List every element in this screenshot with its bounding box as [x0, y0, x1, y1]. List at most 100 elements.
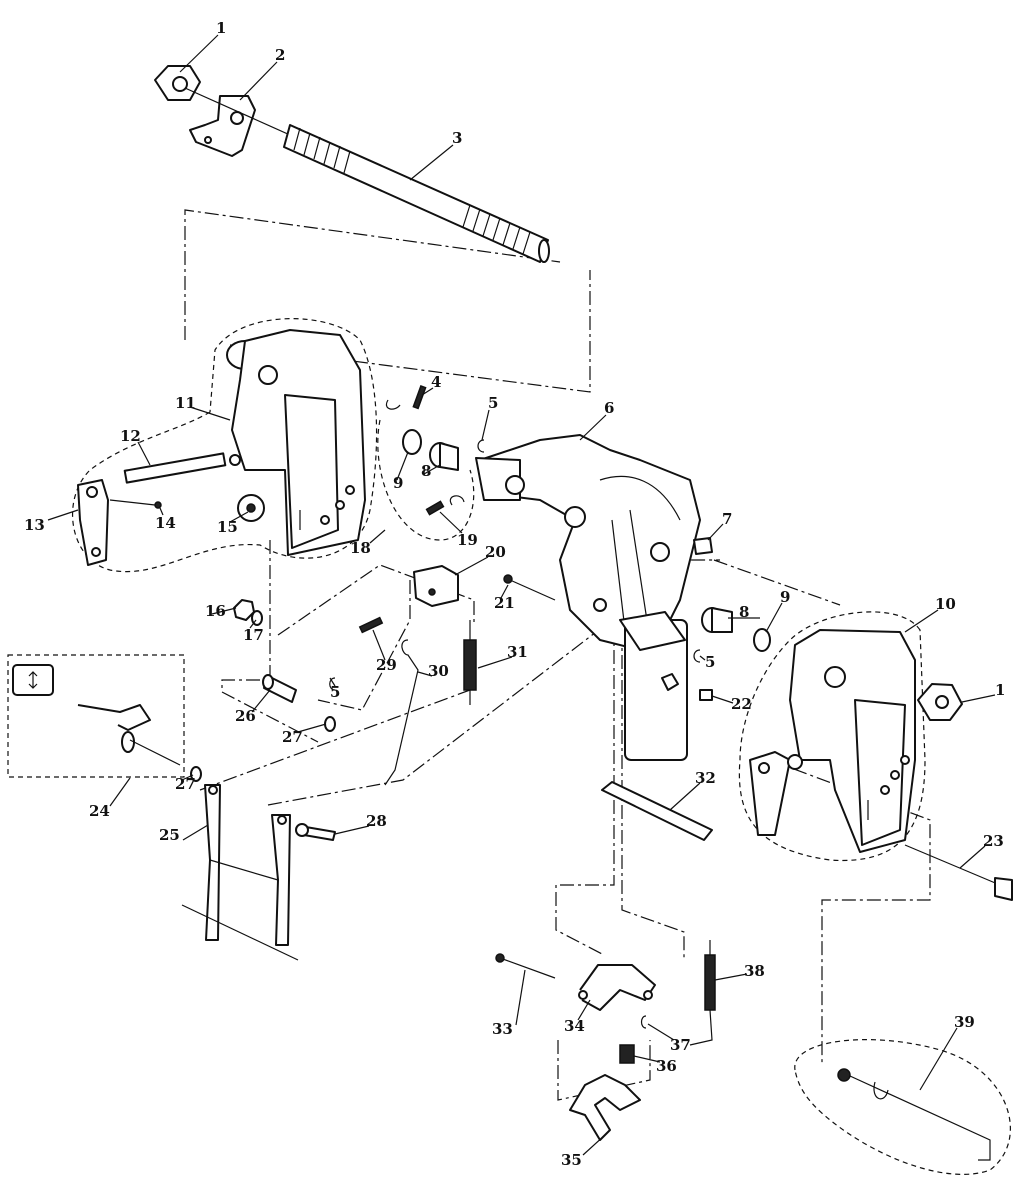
leader-line [137, 441, 151, 466]
leader-line [423, 464, 441, 475]
block-part-20 [413, 565, 459, 607]
leader-line [251, 689, 271, 713]
group-outline-24 [7, 654, 185, 778]
leader-line [369, 529, 386, 544]
nut-part-1 [154, 65, 201, 101]
leader-lines [47, 34, 996, 1156]
callout-label: 19 [457, 531, 478, 549]
leader-line [707, 523, 724, 541]
group-outline-39 [794, 1038, 1011, 1175]
group-outline-11 [71, 318, 378, 573]
callout-label: 10 [935, 595, 956, 613]
callout-label: 15 [217, 518, 238, 536]
bolt-part-22 [661, 673, 713, 701]
leader-line [439, 511, 463, 534]
leader-line [959, 845, 986, 869]
leader-line [421, 387, 434, 396]
pin-part-28 [295, 823, 336, 841]
screw-part-4 [412, 385, 427, 410]
leader-line [711, 695, 734, 704]
spring-part-36 [619, 1044, 635, 1064]
leader-line [396, 451, 409, 481]
callout-label: 22 [731, 695, 752, 713]
spring-part-31 [463, 620, 477, 705]
leader-line [633, 1055, 661, 1063]
callout-label: 37 [670, 1036, 691, 1054]
callout-label: 8 [739, 603, 749, 621]
circlip-part-37 [640, 1015, 647, 1029]
lever-assembly-part-25 [181, 784, 299, 961]
callout-label: 27 [175, 775, 196, 793]
callout-label: 28 [366, 812, 387, 830]
leader-line [179, 34, 219, 73]
callout-label: 35 [561, 1151, 582, 1169]
lever-part-13 [77, 479, 156, 566]
leader-line [47, 509, 79, 521]
leader-line [229, 511, 249, 523]
leader-line [297, 723, 327, 733]
callout-label: 33 [492, 1020, 513, 1038]
callout-label: 38 [744, 962, 765, 980]
nut-part-16 [233, 599, 255, 621]
nut-part-1b [917, 683, 963, 721]
bushing-part-8b [701, 607, 733, 633]
leader-line [211, 607, 237, 615]
leader-line [481, 409, 490, 441]
circlip-part-5b [329, 677, 336, 691]
callout-label: 14 [155, 514, 176, 532]
screw-part-14 [154, 501, 162, 509]
washer-part-9b [753, 628, 771, 652]
leader-line [669, 782, 701, 811]
axis-line [184, 87, 291, 136]
leader-line [409, 144, 454, 181]
callout-label: 2 [275, 46, 285, 64]
circlip-part-5 [477, 439, 485, 453]
rod-part-32 [601, 781, 713, 841]
leader-line [904, 609, 939, 633]
circlip-part-5c [693, 649, 701, 663]
link-rod-part-39 [837, 1068, 991, 1161]
assembly-lines [184, 209, 931, 1101]
callout-label: 9 [780, 588, 790, 606]
group-outline-10 [738, 611, 926, 862]
swivel-bracket-part-6 [475, 434, 701, 761]
leader-line [582, 1134, 606, 1156]
bracket-part-2 [189, 95, 256, 157]
callout-label: 29 [376, 656, 397, 674]
group-outline-18 [377, 419, 475, 541]
callout-label: 20 [485, 543, 506, 561]
clip-part-4 [385, 399, 401, 410]
callout-label: 30 [428, 662, 449, 680]
callout-label: 31 [507, 643, 528, 661]
callout-label: 4 [431, 373, 441, 391]
screw-part-19 [425, 500, 445, 516]
callout-label: 23 [983, 832, 1004, 850]
callout-label: 9 [393, 474, 403, 492]
pin-part-12 [123, 452, 227, 484]
washer-part-9 [402, 429, 422, 455]
leader-line [579, 414, 607, 441]
callout-label: 24 [89, 802, 110, 820]
callout-label: 26 [235, 707, 256, 725]
callout-label: 17 [243, 626, 264, 644]
leader-line [765, 602, 783, 633]
callout-label: 16 [205, 602, 226, 620]
bolt-part-33 [495, 953, 556, 979]
leader-line [334, 825, 370, 835]
leader-line [182, 824, 209, 841]
leader-line [109, 777, 131, 807]
leader-line [249, 619, 257, 629]
leader-line [159, 507, 164, 516]
callout-label: 11 [175, 394, 196, 412]
rod-part-30 [384, 639, 419, 786]
washer-part-27b [190, 766, 202, 782]
leader-line [417, 671, 433, 677]
leader-line [477, 656, 513, 669]
clamp-bracket-part-11 [226, 329, 366, 556]
leader-line [961, 694, 996, 703]
callout-label: 5 [330, 683, 340, 701]
bracket-part-34 [578, 964, 656, 1011]
bushing-part-8 [429, 442, 459, 471]
